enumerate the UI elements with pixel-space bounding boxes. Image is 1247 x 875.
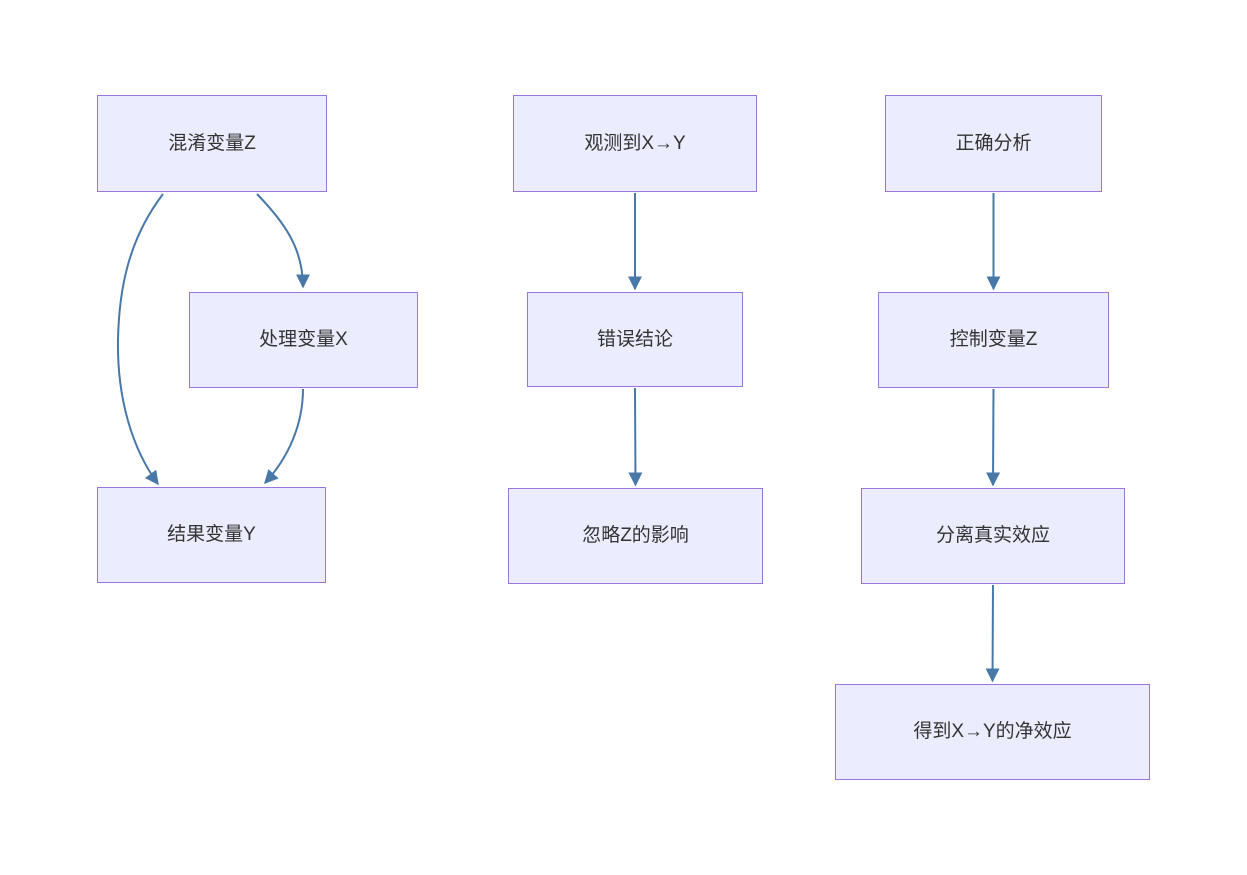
node-observed-x-to-y: 观测到X→Y — [513, 95, 757, 192]
node-control-z: 控制变量Z — [878, 292, 1109, 388]
node-label: 错误结论 — [596, 328, 673, 350]
node-outcome-y: 结果变量Y — [97, 487, 326, 583]
edge-X-to-Y — [264, 388, 304, 485]
node-ignore-z-effect: 忽略Z的影响 — [508, 488, 763, 584]
edge-Z-to-X — [256, 193, 310, 289]
node-label: 结果变量Y — [167, 524, 256, 546]
edge-R3-to-R4 — [985, 584, 1000, 683]
node-label: 忽略Z的影响 — [582, 525, 689, 547]
node-label: 观测到X→Y — [584, 132, 686, 154]
node-net-effect-x-to-y: 得到X→Y的净效应 — [835, 684, 1150, 780]
node-label: 混淆变量Z — [168, 132, 256, 154]
node-label: 正确分析 — [955, 132, 1032, 154]
node-confounder-z: 混淆变量Z — [97, 95, 327, 192]
node-label: 处理变量X — [259, 329, 348, 351]
node-label: 分离真实效应 — [935, 525, 1050, 547]
edge-Z-to-Y — [116, 193, 164, 486]
node-treatment-x: 处理变量X — [189, 292, 418, 388]
edge-M2-to-M3 — [628, 387, 643, 487]
node-label: 控制变量Z — [949, 329, 1038, 351]
node-correct-analysis: 正确分析 — [885, 95, 1102, 192]
edge-R2-to-R3 — [986, 388, 1001, 487]
node-isolate-true-effect: 分离真实效应 — [861, 488, 1125, 584]
node-label: 得到X→Y的净效应 — [913, 721, 1072, 743]
node-wrong-conclusion: 错误结论 — [527, 292, 743, 387]
